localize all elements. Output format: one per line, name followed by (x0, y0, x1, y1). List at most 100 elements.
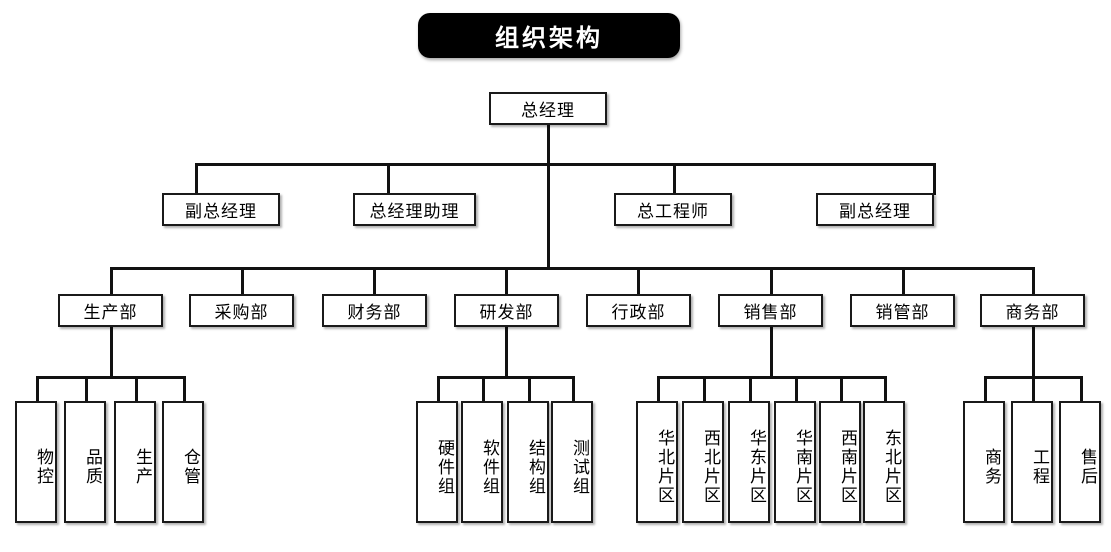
node-region-southwest[interactable]: 西南片区 (819, 401, 861, 523)
node-deputy-general-manager-2[interactable]: 副总经理 (816, 193, 934, 226)
node-label: 华南片区 (793, 429, 812, 505)
node-label: 西北片区 (701, 429, 720, 505)
node-label: 总经理 (521, 101, 575, 120)
connector-drop-gma (387, 163, 390, 195)
connector-drop-dgm2 (933, 163, 936, 195)
connector-gm-trunk (547, 163, 550, 270)
connector-drop-fin (373, 267, 376, 296)
node-label: 副总经理 (185, 202, 257, 221)
node-structure-team[interactable]: 结构组 (507, 401, 549, 523)
node-material-control[interactable]: 物控 (15, 401, 57, 523)
node-label: 华北片区 (655, 429, 674, 505)
chart-title-banner: 组织架构 (418, 13, 680, 58)
connector-drop-rd4 (572, 376, 575, 402)
node-purchasing-department[interactable]: 采购部 (189, 294, 294, 327)
node-chief-engineer[interactable]: 总工程师 (614, 193, 732, 226)
node-label: 总工程师 (637, 202, 709, 221)
node-label: 结构组 (526, 438, 545, 496)
node-label: 研发部 (479, 303, 534, 322)
node-label: 华东片区 (747, 429, 766, 505)
connector-prod-bus (36, 376, 186, 379)
connector-rd-down (505, 326, 508, 378)
node-label: 物控 (34, 448, 53, 486)
node-label: 总经理助理 (369, 202, 460, 221)
connector-drop-prod1 (36, 376, 39, 402)
connector-drop-biz (1032, 267, 1035, 296)
node-label: 销管部 (875, 303, 930, 322)
node-region-northwest[interactable]: 西北片区 (682, 401, 724, 523)
node-region-northeast[interactable]: 东北片区 (863, 401, 905, 523)
node-label: 财务部 (347, 303, 402, 322)
node-sales-department[interactable]: 销售部 (718, 294, 823, 327)
connector-sales-down (770, 326, 773, 378)
node-hardware-team[interactable]: 硬件组 (416, 401, 458, 523)
node-region-south-china[interactable]: 华南片区 (774, 401, 816, 523)
connector-drop-s1 (657, 376, 660, 402)
connector-drop-s2 (703, 376, 706, 402)
node-label: 工程 (1030, 448, 1049, 486)
connector-gm-down (547, 124, 550, 166)
chart-title-text: 组织架构 (495, 25, 603, 52)
node-administration-department[interactable]: 行政部 (586, 294, 691, 327)
node-gm-assistant[interactable]: 总经理助理 (353, 193, 476, 226)
node-finance-department[interactable]: 财务部 (322, 294, 427, 327)
connector-biz-down (1032, 326, 1035, 378)
node-region-north-china[interactable]: 华北片区 (636, 401, 678, 523)
connector-drop-rd1 (437, 376, 440, 402)
node-production[interactable]: 生产 (114, 401, 156, 523)
node-label: 销售部 (743, 303, 798, 322)
node-label: 采购部 (214, 303, 269, 322)
connector-drop-rd (505, 267, 508, 296)
connector-drop-s3 (749, 376, 752, 402)
node-label: 商务 (982, 448, 1001, 486)
connector-drop-ce (673, 163, 676, 195)
connector-drop-sales (770, 267, 773, 296)
node-label: 品质 (83, 448, 102, 486)
connector-drop-prod4 (183, 376, 186, 402)
node-software-team[interactable]: 软件组 (461, 401, 503, 523)
node-label: 售后 (1078, 448, 1097, 486)
node-label: 软件组 (480, 438, 499, 496)
connector-level2-bus (195, 163, 936, 166)
connector-drop-rd3 (528, 376, 531, 402)
connector-drop-dgm1 (195, 163, 198, 195)
connector-rd-bus (437, 376, 575, 379)
connector-drop-b1 (984, 376, 987, 402)
connector-drop-s5 (840, 376, 843, 402)
connector-dept-bus (110, 267, 1035, 270)
node-deputy-general-manager-1[interactable]: 副总经理 (162, 193, 280, 226)
node-label: 东北片区 (882, 429, 901, 505)
node-general-manager[interactable]: 总经理 (489, 92, 607, 125)
node-commerce[interactable]: 商务 (963, 401, 1005, 523)
node-label: 硬件组 (435, 438, 454, 496)
node-region-east-china[interactable]: 华东片区 (728, 401, 770, 523)
node-business-department[interactable]: 商务部 (980, 294, 1085, 327)
node-label: 商务部 (1005, 303, 1060, 322)
connector-drop-prod (110, 267, 113, 296)
connector-drop-b2 (1032, 376, 1035, 402)
node-label: 西南片区 (838, 429, 857, 505)
node-label: 副总经理 (839, 202, 911, 221)
connector-drop-rd2 (482, 376, 485, 402)
node-sales-management-department[interactable]: 销管部 (850, 294, 955, 327)
node-label: 生产 (133, 448, 152, 486)
node-label: 生产部 (83, 303, 138, 322)
node-production-department[interactable]: 生产部 (58, 294, 163, 327)
connector-sales-bus (657, 376, 887, 379)
connector-drop-prod3 (135, 376, 138, 402)
node-label: 行政部 (611, 303, 666, 322)
node-quality[interactable]: 品质 (64, 401, 106, 523)
connector-drop-purch (241, 267, 244, 296)
connector-drop-salesmgmt (902, 267, 905, 296)
node-engineering[interactable]: 工程 (1011, 401, 1053, 523)
connector-prod-down (110, 326, 113, 378)
node-rnd-department[interactable]: 研发部 (454, 294, 559, 327)
node-after-sales[interactable]: 售后 (1059, 401, 1101, 523)
connector-drop-s4 (795, 376, 798, 402)
node-warehouse[interactable]: 仓管 (162, 401, 204, 523)
node-label: 测试组 (570, 438, 589, 496)
connector-drop-admin (637, 267, 640, 296)
node-test-team[interactable]: 测试组 (551, 401, 593, 523)
connector-drop-b3 (1080, 376, 1083, 402)
node-label: 仓管 (181, 448, 200, 486)
